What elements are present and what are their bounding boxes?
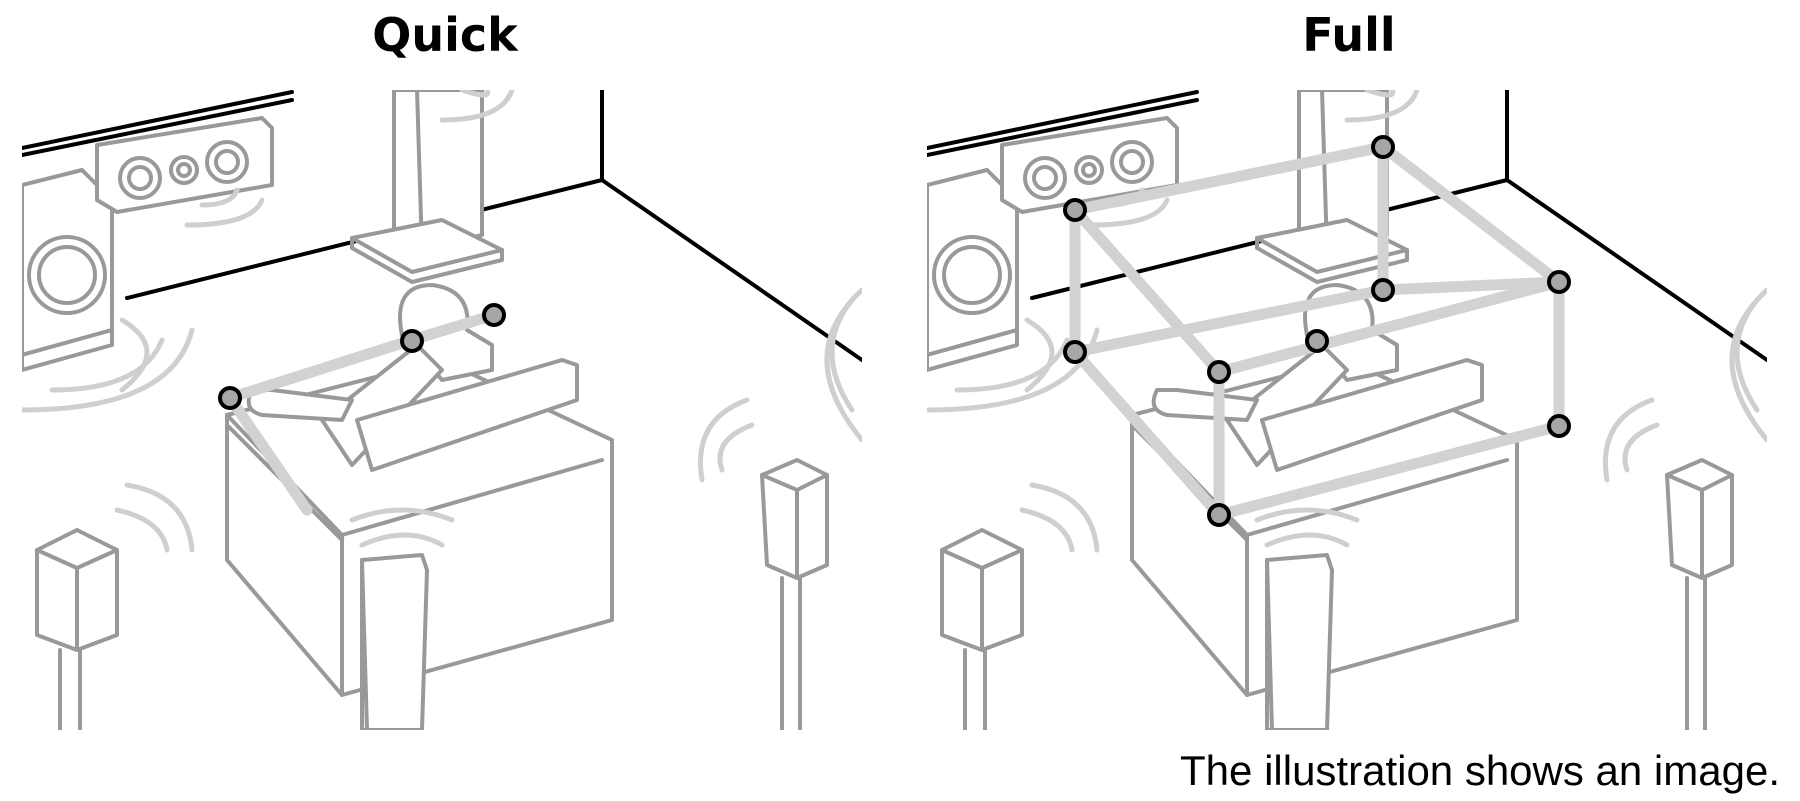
full-measurement-illustration [927, 90, 1767, 730]
wall-line [927, 90, 1199, 150]
full-panel-title: Full [1302, 8, 1396, 62]
floor-line [600, 178, 862, 362]
mic-position-marker [1063, 340, 1087, 364]
sound-wave [1729, 287, 1767, 443]
sound-wave [824, 287, 862, 443]
subwoofer-icon [22, 168, 195, 413]
mic-position-marker [1547, 414, 1571, 438]
mic-position-marker [400, 329, 424, 353]
wall-line [22, 98, 294, 157]
front-speaker-icon [1255, 90, 1420, 284]
illustration-caption: The illustration shows an image. [1180, 747, 1780, 794]
mic-position-marker [1207, 360, 1231, 384]
wall-line [22, 90, 294, 150]
front-speaker-icon [350, 90, 515, 284]
mic-position-marker [1547, 270, 1571, 294]
subwoofer-icon [927, 168, 1100, 413]
wall-line [927, 98, 1199, 157]
mic-position-marker [1305, 329, 1329, 353]
mic-position-marker [482, 303, 506, 327]
mic-position-marker [1207, 503, 1231, 527]
quick-panel-title: Quick [372, 8, 518, 62]
floor-line [1505, 178, 1767, 362]
rear-left-speaker-icon [35, 482, 195, 730]
rear-right-speaker-icon [1603, 397, 1734, 730]
mic-position-marker [1063, 198, 1087, 222]
mic-position-marker [218, 386, 242, 410]
center-speaker-icon [95, 116, 274, 228]
foreground-speaker-icon [360, 553, 429, 730]
mic-position-marker [1371, 278, 1395, 302]
sofa-with-listener-icon [225, 283, 614, 697]
foreground-speaker-icon [1265, 553, 1334, 730]
rear-right-speaker-icon [698, 397, 829, 730]
mic-position-marker [1371, 135, 1395, 159]
rear-left-speaker-icon [940, 482, 1100, 730]
quick-measurement-illustration [22, 90, 862, 730]
